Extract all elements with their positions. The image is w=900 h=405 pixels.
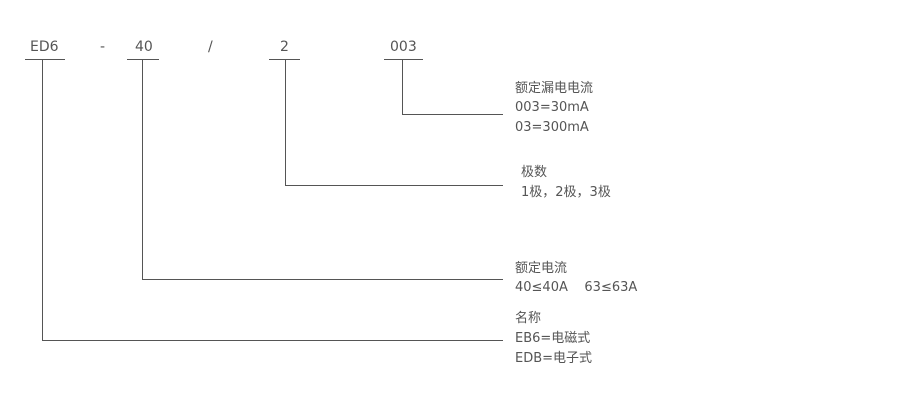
rated-current-options: 40≤40A 63≤63A: [515, 280, 638, 295]
poles-options: 1极，2极，3极: [521, 185, 611, 200]
connector-rated-current: [142, 59, 503, 280]
name-option: EDB=电子式: [515, 351, 593, 366]
code-poles: 2: [280, 39, 289, 55]
poles-title: 极数: [521, 165, 548, 180]
leakage-option: 003=30mA: [515, 100, 589, 115]
code-series: ED6: [30, 39, 59, 55]
code-slash: /: [208, 39, 213, 55]
leakage-title: 额定漏电电流: [515, 81, 594, 96]
connector-poles: [285, 59, 503, 186]
code-dash: -: [100, 39, 106, 55]
connector-name: [42, 59, 503, 341]
name-option: EB6=电磁式: [515, 331, 591, 346]
code-current: 40: [135, 39, 153, 55]
name-title: 名称: [515, 311, 542, 326]
rated-current-title: 额定电流: [515, 261, 568, 276]
connector-leakage: [402, 59, 503, 115]
code-leakage: 003: [390, 39, 417, 55]
leakage-option: 03=300mA: [515, 120, 589, 135]
